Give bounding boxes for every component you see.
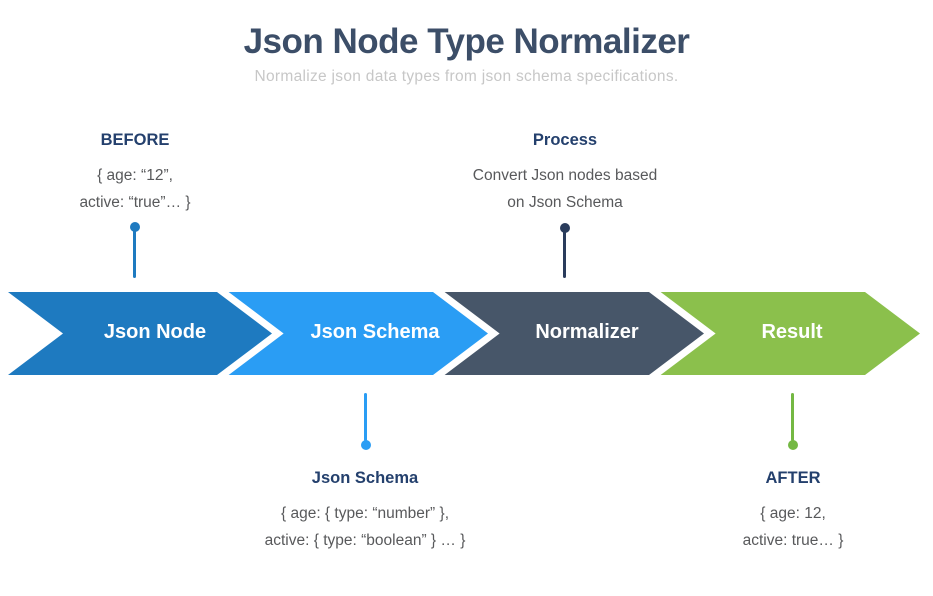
before-callout: BEFORE { age: “12”, active: “true”… } xyxy=(79,131,190,216)
step-json-node-label: Json Node xyxy=(103,321,207,343)
process-line-1: Convert Json nodes based xyxy=(472,167,658,184)
after-connector-line xyxy=(791,393,794,441)
schema-callout: Json Schema { age: { type: “number” }, a… xyxy=(265,469,466,554)
schema-line-1: { age: { type: “number” }, xyxy=(280,505,450,522)
process-connector-line xyxy=(563,231,566,278)
process-flow-arrows xyxy=(0,289,932,382)
schema-line-2: active: { type: “boolean” } … } xyxy=(264,532,466,549)
process-callout: Process Convert Json nodes based on Json… xyxy=(473,131,657,216)
schema-heading: Json Schema xyxy=(311,469,419,487)
before-connector-line xyxy=(133,230,136,278)
step-json-node-shape xyxy=(0,289,284,382)
step-result-label: Result xyxy=(761,321,823,343)
schema-connector-dot xyxy=(361,440,371,450)
schema-connector-line xyxy=(364,393,367,441)
step-normalizer-label: Normalizer xyxy=(535,321,639,343)
before-line-1: { age: “12”, xyxy=(97,167,173,184)
page-title: Json Node Type Normalizer xyxy=(243,22,690,61)
before-line-2: active: “true”… } xyxy=(79,194,191,211)
after-line-2: active: true… } xyxy=(742,532,844,549)
before-heading: BEFORE xyxy=(100,131,170,149)
process-heading: Process xyxy=(532,131,598,149)
process-connector-dot xyxy=(560,223,570,233)
after-line-1: { age: 12, xyxy=(760,505,826,522)
step-json-schema-label: Json Schema xyxy=(310,321,440,343)
page-subtitle: Normalize json data types from json sche… xyxy=(254,68,679,85)
after-callout: AFTER { age: 12, active: true… } xyxy=(743,469,844,554)
after-connector-dot xyxy=(788,440,798,450)
after-heading: AFTER xyxy=(765,469,821,487)
before-connector-dot xyxy=(130,222,140,232)
process-line-2: on Json Schema xyxy=(507,194,623,211)
